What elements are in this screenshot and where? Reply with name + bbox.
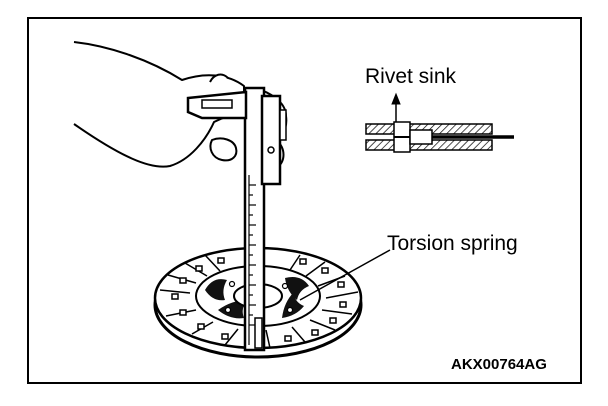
rivet-section-detail [365, 121, 514, 153]
figure-code-label: AKX00764AG [451, 356, 547, 373]
torsion-spring-label: Torsion spring [387, 232, 518, 255]
rivet-sink-label: Rivet sink [365, 65, 457, 88]
torsion-spring-leader [299, 249, 391, 301]
rivet-sink-arrow [391, 92, 401, 122]
caliper [186, 86, 287, 352]
